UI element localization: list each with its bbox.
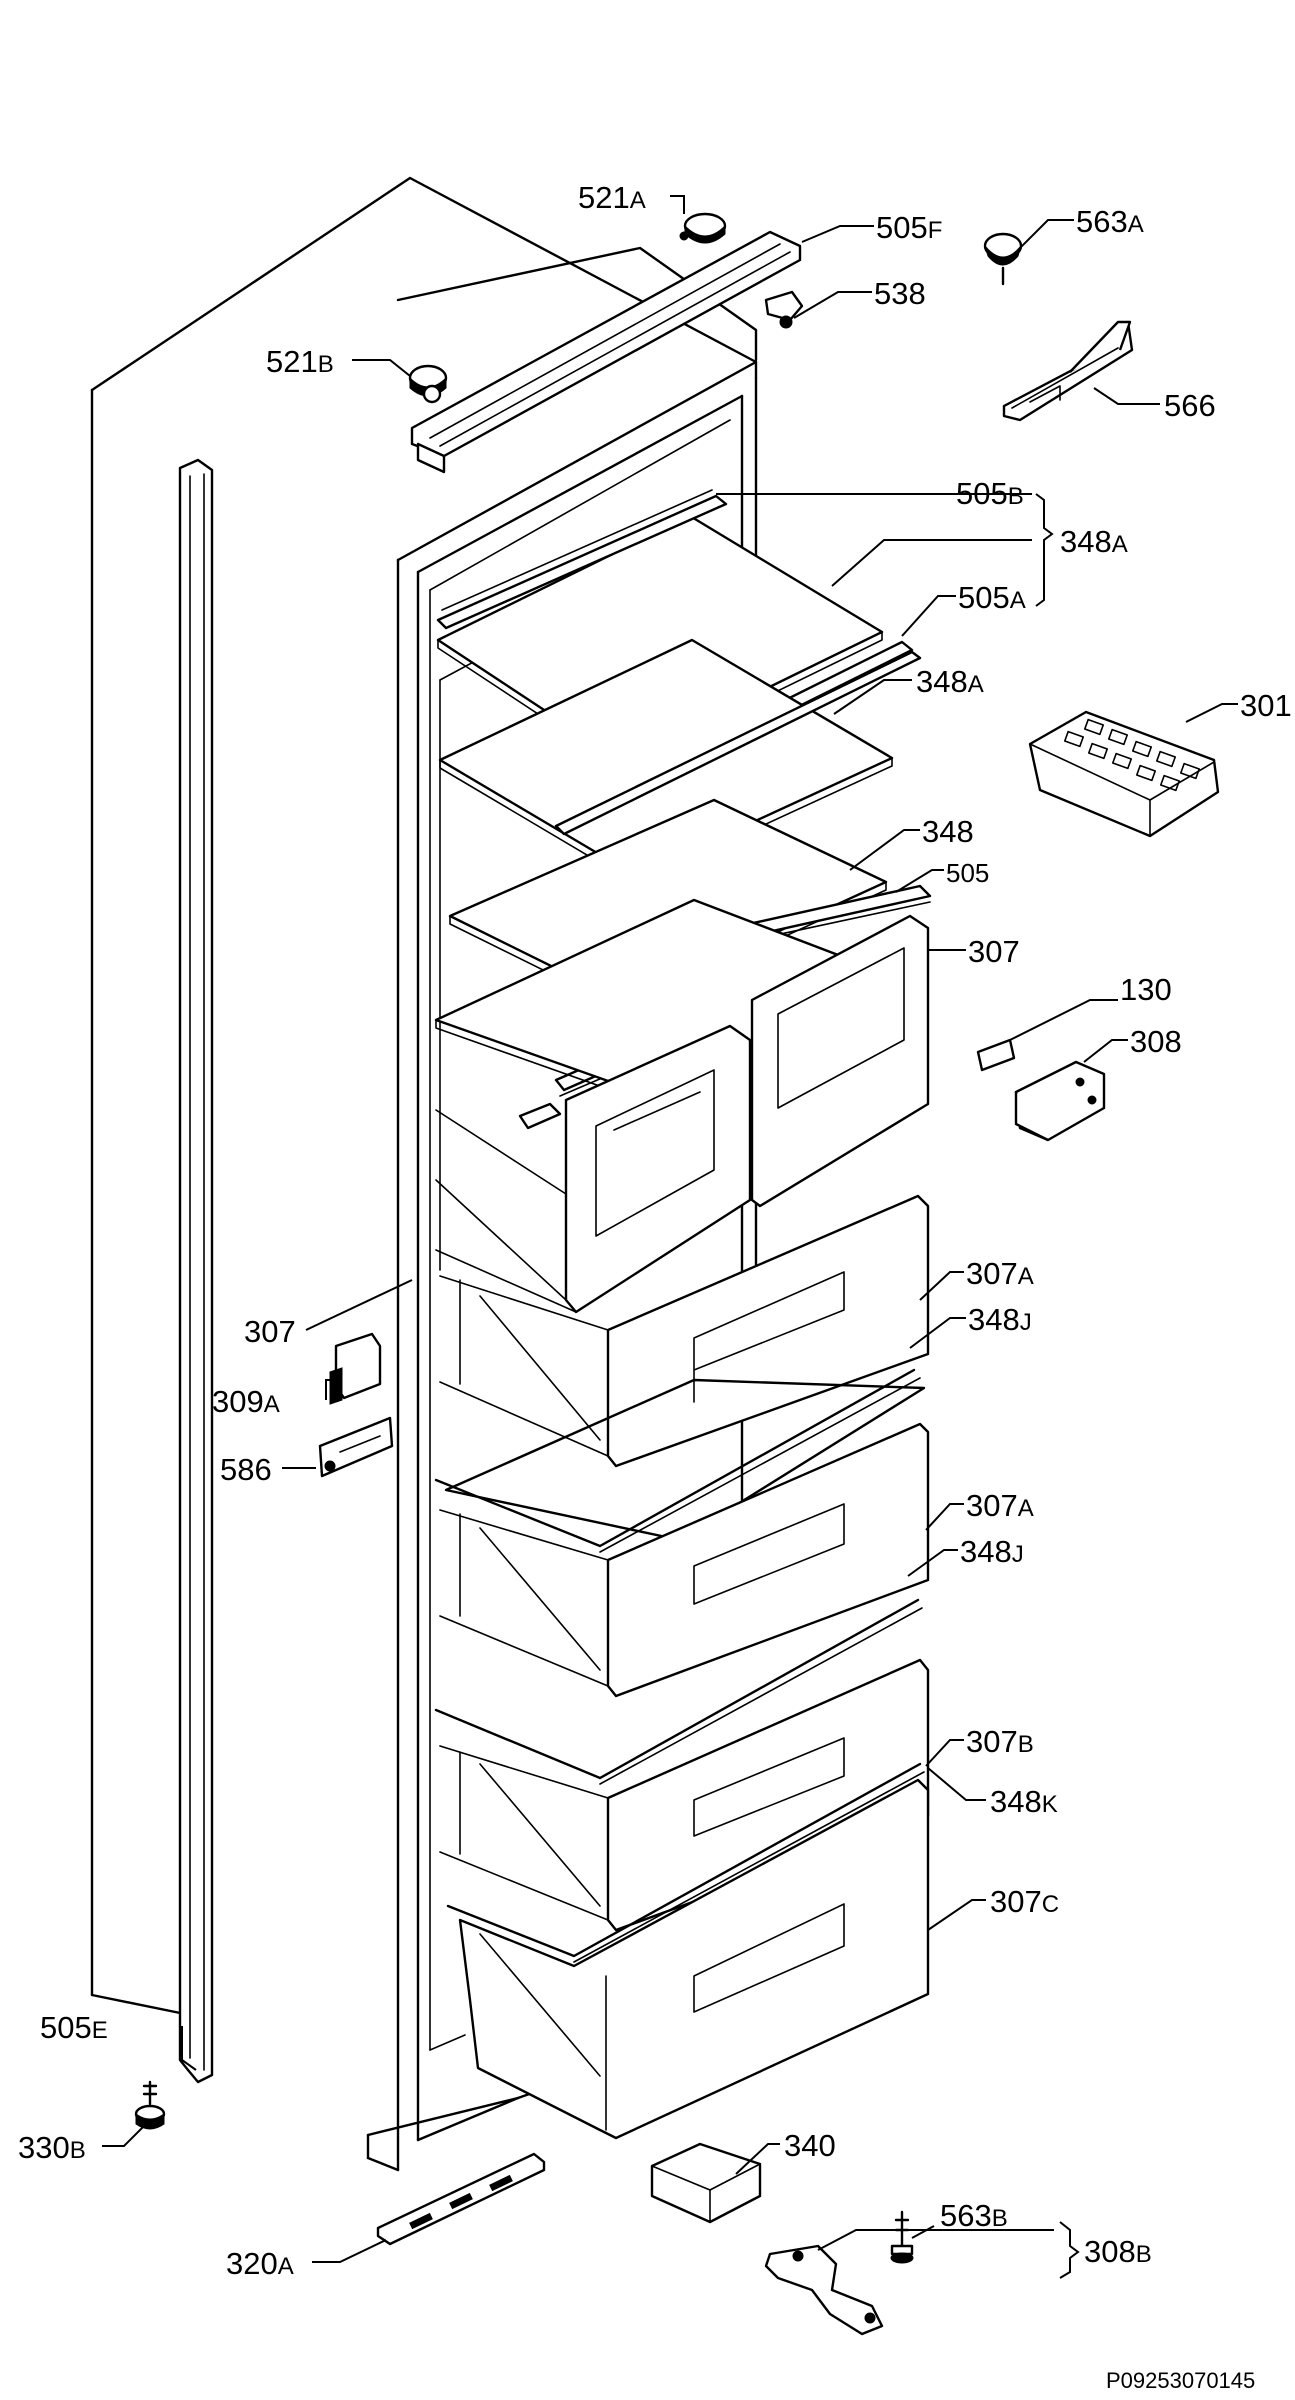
drawer-307c bbox=[458, 1778, 930, 2140]
leader-lines bbox=[102, 195, 1238, 2279]
screw-563b bbox=[890, 2210, 914, 2264]
hinge-308b bbox=[764, 2244, 884, 2336]
drawer-307a-2 bbox=[439, 1422, 930, 1698]
label-348j-2: 348J bbox=[960, 1534, 1024, 1569]
label-307-left: 307 bbox=[244, 1314, 296, 1349]
ice-tray-cells bbox=[1063, 718, 1201, 792]
label-521b: 521B bbox=[266, 344, 334, 379]
label-309a: 309A bbox=[212, 1384, 280, 1419]
part-538 bbox=[764, 290, 804, 329]
label-320a: 320A bbox=[226, 2246, 294, 2281]
label-505e: 505E bbox=[40, 2010, 108, 2045]
label-563a: 563A bbox=[1076, 204, 1144, 239]
knob-563a bbox=[983, 232, 1023, 286]
hinge-309a bbox=[329, 1332, 382, 1405]
label-330b: 330B bbox=[18, 2130, 86, 2165]
label-307c: 307C bbox=[990, 1884, 1059, 1919]
label-307: 307 bbox=[968, 934, 1020, 969]
label-308b: 308B bbox=[1084, 2234, 1152, 2269]
bracket-566 bbox=[1002, 320, 1134, 422]
rail-320a bbox=[376, 2152, 546, 2246]
label-505: 505 bbox=[946, 858, 989, 888]
shelf-348j-1 bbox=[434, 1368, 926, 1553]
label-348: 348 bbox=[922, 814, 974, 849]
label-586: 586 bbox=[220, 1452, 272, 1487]
label-307b: 307B bbox=[966, 1724, 1034, 1759]
foot-330b bbox=[134, 2080, 166, 2130]
drawer-307-pair bbox=[435, 914, 930, 1314]
label-538: 538 bbox=[874, 276, 926, 311]
label-307a-2: 307A bbox=[966, 1488, 1034, 1523]
label-130: 130 bbox=[1120, 972, 1172, 1007]
label-563b: 563B bbox=[940, 2198, 1008, 2233]
label-505f: 505F bbox=[876, 210, 942, 245]
shelf-348a bbox=[438, 638, 922, 885]
shelf-348k bbox=[446, 1762, 925, 1963]
clip-130 bbox=[976, 1038, 1016, 1072]
ice-tray-301 bbox=[1028, 710, 1220, 838]
hinge-308 bbox=[1014, 1060, 1106, 1142]
cap-521a bbox=[679, 212, 727, 244]
plate-586 bbox=[318, 1416, 394, 1478]
label-307a-1: 307A bbox=[966, 1256, 1034, 1291]
label-348a: 348A bbox=[916, 664, 984, 699]
label-348a-group: 348A bbox=[1060, 524, 1128, 559]
top-hinge-bar-505f bbox=[410, 230, 802, 474]
label-348k: 348K bbox=[990, 1784, 1058, 1819]
label-301: 301 bbox=[1240, 688, 1292, 723]
label-505b: 505B bbox=[956, 476, 1024, 511]
label-348j-1: 348J bbox=[968, 1302, 1032, 1337]
label-340: 340 bbox=[784, 2128, 836, 2163]
drawer-307a-1 bbox=[439, 1194, 930, 1468]
label-308: 308 bbox=[1130, 1024, 1182, 1059]
part-labels: 521A 505F 563A 538 521B 566 505B 348A 50… bbox=[18, 180, 1292, 2393]
label-566: 566 bbox=[1164, 388, 1216, 423]
cap-521b bbox=[408, 364, 448, 404]
box-340 bbox=[650, 2142, 762, 2224]
label-521a: 521A bbox=[578, 180, 646, 215]
label-505a: 505A bbox=[958, 580, 1026, 615]
drawing-code: P09253070145 bbox=[1106, 2368, 1255, 2393]
door-gasket-505e bbox=[178, 458, 214, 2084]
shelf-348j-2 bbox=[434, 1598, 923, 1785]
